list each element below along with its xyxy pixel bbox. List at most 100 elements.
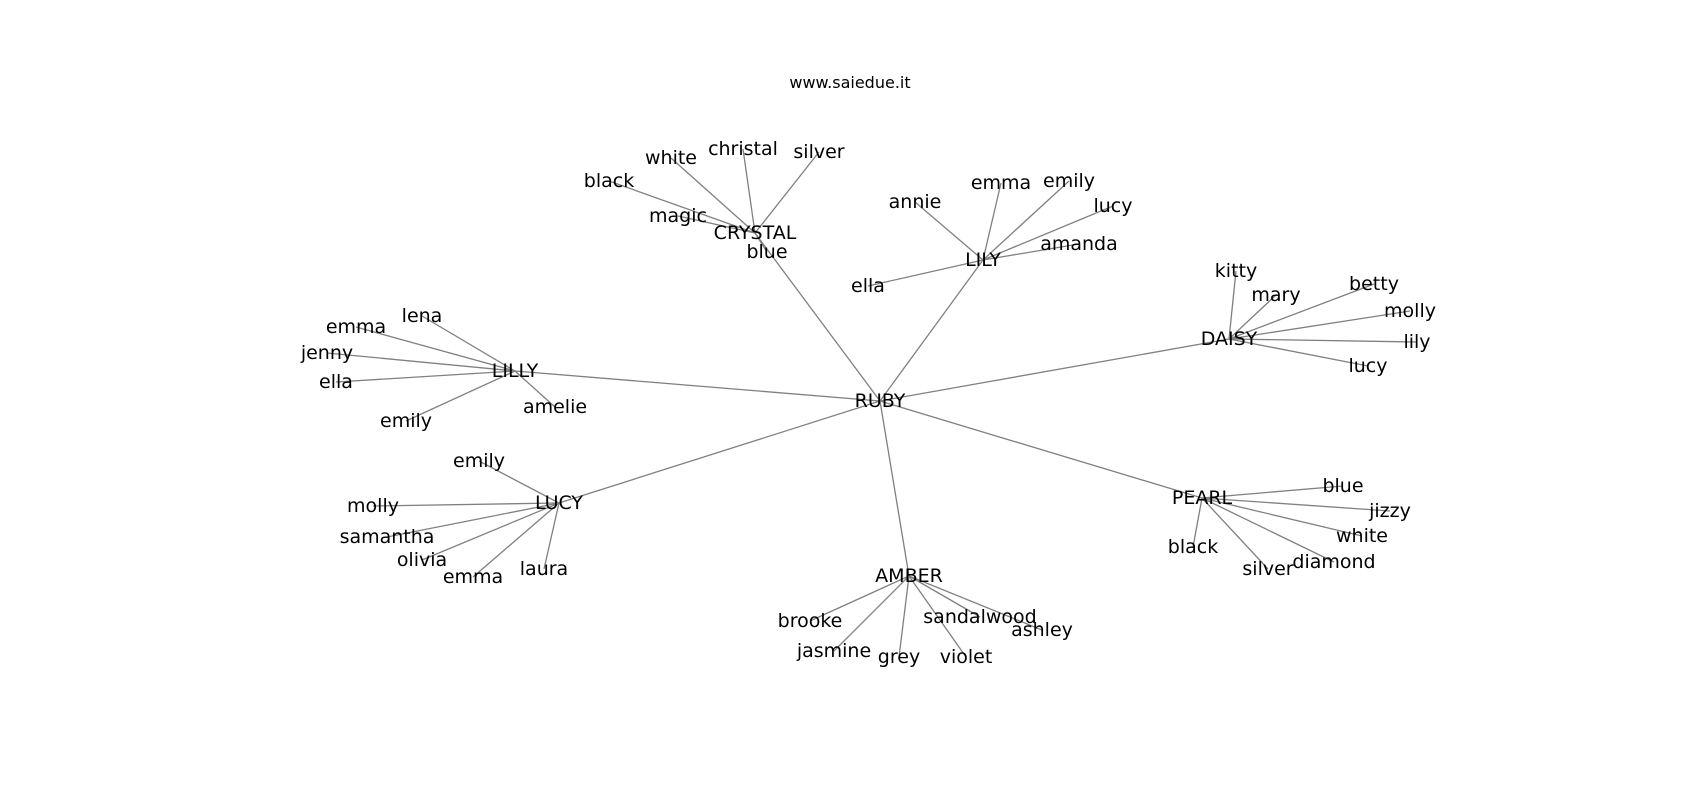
node-label-daisy-kitty: kitty — [1215, 260, 1257, 282]
edge-crystal-crystal-black — [608, 180, 756, 234]
edge-lucy-lucy-emma — [472, 502, 560, 578]
edge-pearl-pearl-white — [1201, 497, 1363, 537]
edge-lilly-lilly-amelie — [514, 370, 556, 408]
node-label-amber-sandalwood: sandalwood — [923, 606, 1036, 628]
edge-daisy-daisy-kitty — [1228, 270, 1237, 340]
node-label-lily-emma: emma — [971, 172, 1031, 194]
node-label-amber-grey: grey — [878, 646, 920, 668]
node-label-ruby: RUBY — [855, 390, 906, 412]
labels-layer: RUBYCRYSTALLILYDAISYLILLYLUCYAMBERPEARLw… — [300, 138, 1436, 668]
node-label-pearl-black: black — [1168, 536, 1218, 558]
edge-lucy-lucy-emily — [478, 460, 560, 504]
node-label-lilly-ella: ella — [319, 371, 353, 393]
node-label-amber: AMBER — [875, 565, 943, 587]
edge-ruby-amber — [879, 400, 910, 577]
node-label-lilly: LILLY — [492, 360, 539, 382]
node-label-lilly-lena: lena — [402, 305, 443, 327]
edge-amber-amber-brooke — [809, 575, 910, 622]
node-label-lilly-emma: emma — [326, 316, 386, 338]
edge-lucy-lucy-molly — [372, 502, 560, 507]
edge-daisy-daisy-lucy — [1228, 338, 1369, 367]
edge-ruby-lily — [879, 259, 984, 402]
edge-crystal-crystal-white — [670, 157, 756, 234]
node-label-crystal: CRYSTAL — [714, 222, 797, 244]
node-label-lucy-samantha: samantha — [340, 526, 435, 548]
node-label-crystal-christal: christal — [708, 138, 778, 160]
node-label-lucy-olivia: olivia — [397, 549, 447, 571]
edge-ruby-crystal — [754, 232, 881, 402]
edge-crystal-crystal-silver — [754, 151, 820, 234]
edge-daisy-daisy-mary — [1228, 294, 1277, 340]
node-label-lily-emily: emily — [1043, 170, 1095, 192]
edge-lilly-lilly-jenny — [326, 352, 516, 372]
edge-lily-lily-lucy — [982, 205, 1114, 261]
node-label-pearl-blue: blue — [1322, 475, 1363, 497]
edge-amber-amber-ashley — [908, 575, 1043, 631]
node-label-pearl-jizzy: jizzy — [1368, 500, 1411, 522]
edge-ruby-pearl — [879, 400, 1203, 499]
node-label-crystal-silver: silver — [793, 141, 844, 163]
node-label-lucy-emily: emily — [453, 450, 505, 472]
edge-pearl-pearl-black — [1192, 497, 1203, 548]
node-label-lilly-jenny: jenny — [300, 342, 353, 364]
edge-crystal-crystal-magic — [677, 215, 756, 234]
edge-lilly-lilly-ella — [335, 370, 516, 383]
node-label-daisy-mary: mary — [1251, 284, 1300, 306]
edge-amber-amber-violet — [908, 575, 967, 658]
node-label-daisy-lily: lily — [1403, 331, 1430, 353]
edge-crystal-crystal-blue — [754, 232, 768, 253]
site-title: www.saiedue.it — [789, 73, 910, 92]
edge-lilly-lilly-lena — [421, 315, 516, 372]
node-label-lily: LILY — [965, 249, 1001, 271]
node-label-daisy-betty: betty — [1349, 273, 1399, 295]
edge-daisy-daisy-molly — [1228, 310, 1411, 340]
node-label-lily-annie: annie — [889, 191, 942, 213]
node-label-amber-brooke: brooke — [778, 610, 843, 632]
node-label-amber-violet: violet — [940, 646, 993, 668]
edge-ruby-lilly — [514, 370, 881, 402]
edge-amber-amber-jasmine — [833, 575, 910, 652]
node-label-lilly-amelie: amelie — [523, 396, 587, 418]
edges-layer — [326, 148, 1418, 658]
node-label-lucy-laura: laura — [520, 558, 568, 580]
node-label-crystal-magic: magic — [649, 205, 707, 227]
node-label-lily-amanda: amanda — [1040, 233, 1118, 255]
node-label-lucy: LUCY — [535, 492, 583, 514]
edge-ruby-daisy — [879, 338, 1230, 402]
edge-pearl-pearl-diamond — [1201, 497, 1335, 563]
node-label-crystal-black: black — [584, 170, 634, 192]
node-label-amber-ashley: ashley — [1011, 619, 1073, 641]
edge-lilly-lilly-emma — [355, 326, 516, 372]
edge-lucy-lucy-olivia — [421, 502, 560, 561]
node-label-lucy-molly: molly — [347, 495, 399, 517]
edge-lily-lily-annie — [914, 201, 984, 261]
node-label-daisy-molly: molly — [1384, 300, 1436, 322]
edge-crystal-crystal-christal — [742, 148, 756, 234]
edge-lily-lily-amanda — [982, 243, 1080, 261]
node-label-pearl: PEARL — [1172, 487, 1233, 509]
node-label-crystal-white: white — [645, 147, 697, 169]
edge-lucy-lucy-samantha — [386, 502, 560, 538]
node-label-amber-jasmine: jasmine — [796, 640, 871, 662]
node-label-lucy-emma: emma — [443, 566, 503, 588]
node-label-pearl-diamond: diamond — [1292, 551, 1375, 573]
edge-lily-lily-emily — [982, 180, 1070, 261]
edge-pearl-pearl-silver — [1201, 497, 1269, 570]
node-label-lily-lucy: lucy — [1093, 195, 1132, 217]
edge-pearl-pearl-blue — [1201, 485, 1344, 499]
edge-daisy-daisy-betty — [1228, 283, 1375, 340]
node-label-pearl-white: white — [1336, 525, 1388, 547]
edge-lucy-lucy-laura — [543, 502, 560, 570]
node-label-lilly-emily: emily — [380, 410, 432, 432]
edge-lily-lily-ella — [867, 259, 984, 287]
edge-pearl-pearl-jizzy — [1201, 497, 1391, 512]
edge-lilly-lilly-emily — [405, 370, 516, 422]
edge-amber-amber-grey — [898, 575, 910, 658]
edge-lily-lily-emma — [982, 182, 1002, 261]
edge-amber-amber-sandalwood — [908, 575, 981, 618]
edge-daisy-daisy-lily — [1228, 338, 1418, 343]
node-label-lily-ella: ella — [851, 275, 885, 297]
node-label-pearl-silver: silver — [1242, 558, 1293, 580]
edge-ruby-lucy — [558, 400, 881, 504]
